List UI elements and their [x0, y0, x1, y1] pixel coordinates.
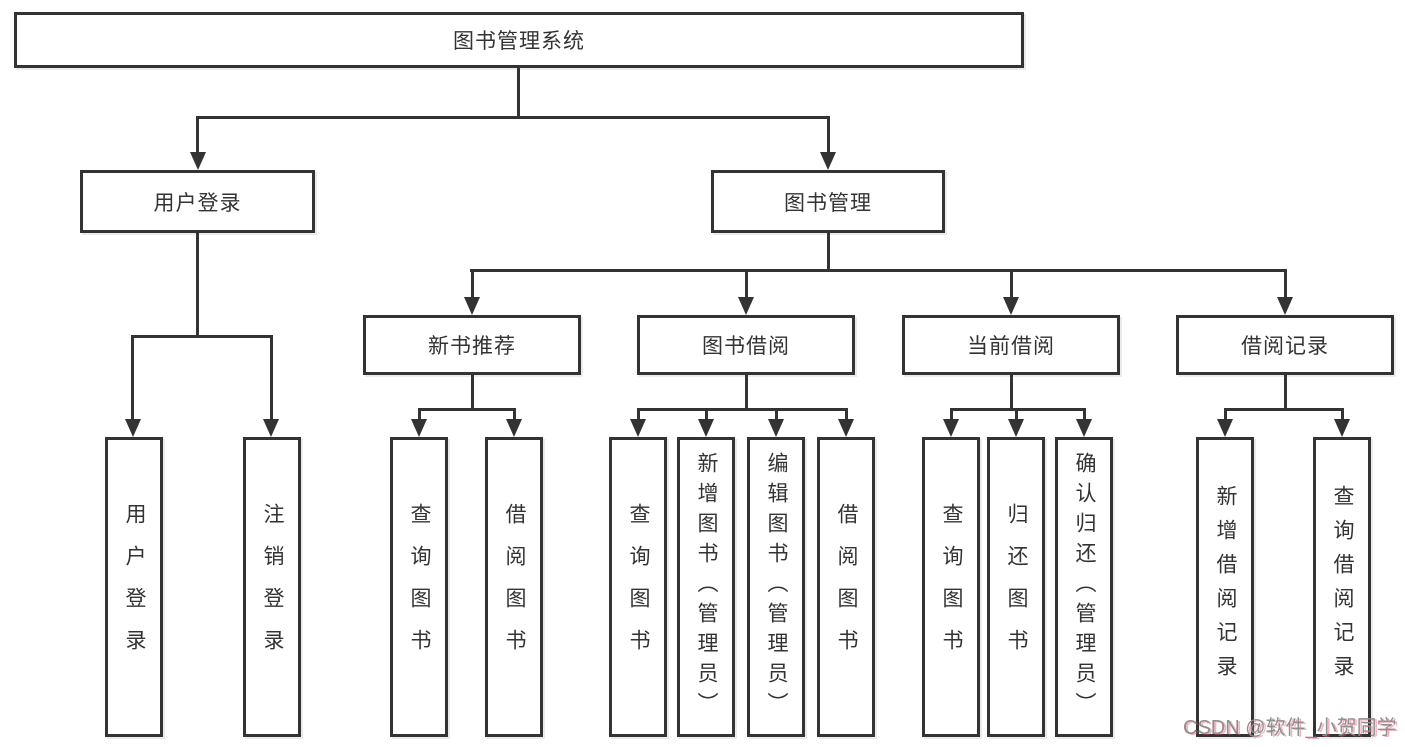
connector-line	[1223, 408, 1227, 419]
leaf-return-book: 归还图书	[987, 437, 1045, 737]
leaf-borrow-book-recommend-label: 借阅图书	[503, 503, 526, 671]
connector-line	[826, 233, 830, 272]
connector-line	[517, 68, 520, 118]
node-new-book-recommend-label: 新书推荐	[428, 335, 516, 358]
arrowhead-down	[190, 152, 206, 170]
leaf-borrow-book-recommend: 借阅图书	[485, 437, 543, 737]
connector-line	[1283, 375, 1287, 410]
leaf-return-book-label: 归还图书	[1005, 503, 1028, 671]
connector-line	[417, 408, 516, 411]
connector-line	[470, 269, 474, 298]
leaf-add-borrow-record-label: 新增借阅记录	[1214, 485, 1237, 689]
node-book-borrow-label: 图书借阅	[702, 335, 790, 358]
arrowhead-down	[125, 419, 141, 437]
leaf-query-book-current-label: 查询图书	[940, 503, 963, 671]
leaf-add-book-admin: 新增图书（管理员）	[677, 437, 735, 737]
connector-line	[704, 408, 708, 419]
arrowhead-down	[1334, 419, 1350, 437]
arrowhead-down	[768, 419, 784, 437]
connector-line	[1009, 269, 1013, 298]
node-borrow-records-label: 借阅记录	[1241, 335, 1329, 358]
arrowhead-down	[820, 152, 836, 170]
leaf-query-book-borrow-label: 查询图书	[627, 503, 650, 671]
leaf-borrow-book-label: 借阅图书	[835, 503, 858, 671]
node-new-book-recommend: 新书推荐	[363, 315, 581, 375]
connector-line	[844, 408, 848, 419]
connector-line	[636, 408, 640, 419]
leaf-user-login-label: 用户登录	[123, 503, 146, 671]
connector-line	[1014, 408, 1018, 419]
node-book-borrow: 图书借阅	[637, 315, 855, 375]
arrowhead-down	[1008, 419, 1024, 437]
connector-line	[196, 233, 199, 335]
leaf-query-book-borrow: 查询图书	[609, 437, 667, 737]
leaf-user-login: 用户登录	[105, 437, 163, 737]
csdn-watermark: CSDN @软件_小贺同学	[1183, 717, 1397, 739]
connector-line	[827, 116, 830, 154]
connector-line	[417, 408, 421, 419]
connector-line	[269, 335, 273, 419]
leaf-query-borrow-record: 查询借阅记录	[1313, 437, 1371, 737]
leaf-query-borrow-record-label: 查询借阅记录	[1331, 485, 1354, 689]
leaf-borrow-book: 借阅图书	[817, 437, 875, 737]
connector-line	[196, 116, 199, 154]
arrowhead-down	[263, 419, 279, 437]
leaf-logout-label: 注销登录	[261, 503, 284, 671]
connector-line	[949, 408, 1086, 411]
leaf-query-book-recommend-label: 查询图书	[408, 503, 431, 671]
connector-line	[131, 335, 273, 338]
arrowhead-down	[698, 419, 714, 437]
connector-line	[1283, 269, 1287, 298]
node-current-borrow: 当前借阅	[902, 315, 1120, 375]
connector-line	[774, 408, 778, 419]
node-root-label: 图书管理系统	[453, 30, 585, 53]
connector-line	[470, 375, 474, 410]
connector-line	[512, 408, 516, 419]
connector-line	[744, 375, 748, 410]
connector-line	[1223, 408, 1344, 411]
leaf-query-book-recommend: 查询图书	[390, 437, 448, 737]
leaf-confirm-return-admin: 确认归还（管理员）	[1055, 437, 1113, 737]
connector-line	[1082, 408, 1086, 419]
arrowhead-down	[506, 419, 522, 437]
arrowhead-down	[738, 297, 754, 315]
connector-line	[1340, 408, 1344, 419]
connector-line	[949, 408, 953, 419]
connector-line	[196, 116, 830, 119]
arrowhead-down	[464, 297, 480, 315]
node-current-borrow-label: 当前借阅	[967, 335, 1055, 358]
connector-line	[470, 269, 1287, 272]
leaf-edit-book-admin: 编辑图书（管理员）	[747, 437, 805, 737]
node-book-management: 图书管理	[711, 170, 945, 233]
leaf-confirm-return-admin-label: 确认归还（管理员）	[1073, 452, 1096, 722]
node-user-login: 用户登录	[80, 170, 315, 233]
leaf-add-borrow-record: 新增借阅记录	[1196, 437, 1254, 737]
connector-line	[636, 408, 847, 411]
leaf-query-book-current: 查询图书	[922, 437, 980, 737]
leaf-edit-book-admin-label: 编辑图书（管理员）	[765, 452, 788, 722]
arrowhead-down	[1277, 297, 1293, 315]
arrowhead-down	[1217, 419, 1233, 437]
node-book-management-label: 图书管理	[784, 191, 872, 215]
arrowhead-down	[943, 419, 959, 437]
connector-line	[1009, 375, 1013, 410]
node-root: 图书管理系统	[14, 12, 1024, 68]
arrowhead-down	[1076, 419, 1092, 437]
leaf-add-book-admin-label: 新增图书（管理员）	[695, 452, 718, 722]
leaf-logout: 注销登录	[243, 437, 301, 737]
arrowhead-down	[411, 419, 427, 437]
node-user-login-label: 用户登录	[153, 191, 242, 215]
arrowhead-down	[1003, 297, 1019, 315]
connector-line	[131, 335, 134, 419]
connector-line	[744, 269, 748, 298]
arrowhead-down	[838, 419, 854, 437]
arrowhead-down	[630, 419, 646, 437]
node-borrow-records: 借阅记录	[1176, 315, 1394, 375]
